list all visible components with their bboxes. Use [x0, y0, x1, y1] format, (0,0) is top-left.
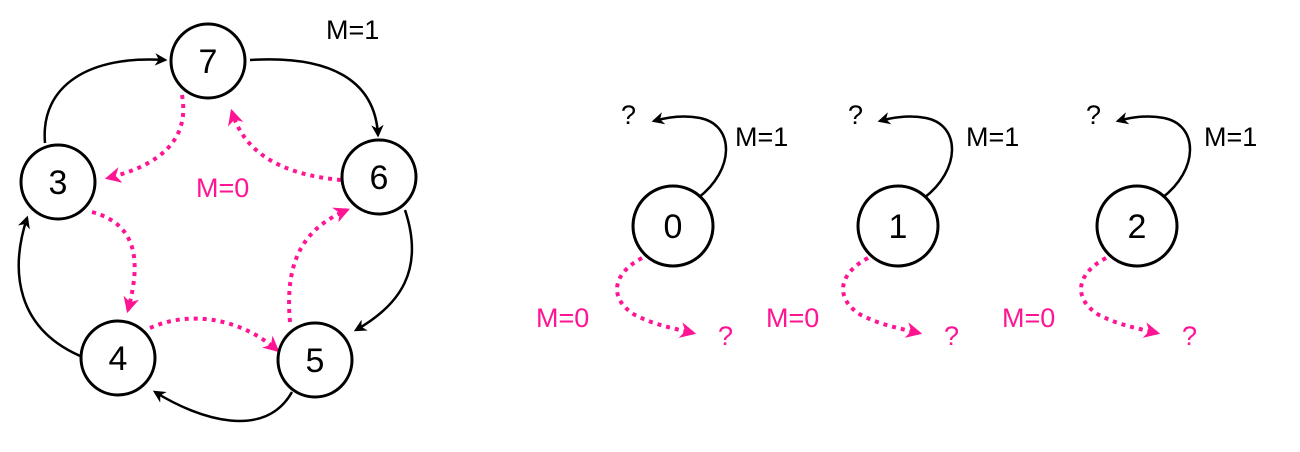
node-4: 4 [79, 319, 157, 397]
isolated-group-1: 1 M=1 ? M=0 ? [766, 100, 1019, 351]
node-1-m0-target: ? [944, 321, 959, 351]
node-7: 7 [169, 22, 247, 100]
svg-text:5: 5 [306, 342, 325, 380]
edge-m1-3-to-7 [43, 53, 168, 144]
node-0-m1-label: M=1 [735, 122, 788, 152]
node-0-m1-target: ? [621, 100, 636, 130]
cycle-m1-edges [17, 53, 414, 423]
svg-text:7: 7 [199, 43, 218, 81]
edge-m0-2 [1079, 256, 1161, 338]
svg-text:0: 0 [664, 208, 683, 246]
node-2-m1-target: ? [1086, 100, 1101, 130]
node-1-m1-label: M=1 [966, 122, 1019, 152]
edge-m0-5-to-6 [287, 207, 350, 323]
node-3: 3 [19, 143, 97, 221]
svg-text:2: 2 [1128, 208, 1147, 246]
node-0-m0-label: M=0 [536, 303, 589, 333]
node-2: 2 [1095, 184, 1179, 268]
node-0: 0 [631, 184, 715, 268]
edge-m0-7-to-3 [104, 94, 186, 183]
edge-m1-2 [1115, 112, 1192, 199]
edge-m0-1 [841, 256, 923, 338]
edge-m1-1 [877, 112, 954, 199]
isolated-group-2: 2 M=1 ? M=0 ? [1002, 100, 1257, 351]
node-6: 6 [340, 138, 418, 216]
node-5: 5 [276, 321, 354, 399]
node-2-m0-target: ? [1182, 321, 1197, 351]
cycle-m0-label: M=0 [196, 173, 249, 203]
node-2-m0-label: M=0 [1002, 303, 1055, 333]
edge-m0-0 [615, 256, 697, 338]
edge-m0-4-to-5 [149, 316, 280, 353]
edge-m1-6-to-5 [353, 209, 414, 332]
isolated-group-0: 0 M=1 ? M=0 ? [536, 100, 788, 351]
node-1-m1-target: ? [848, 100, 863, 130]
edge-m1-7-to-6 [249, 58, 384, 138]
edge-m1-0 [651, 112, 728, 199]
node-0-m0-target: ? [718, 321, 733, 351]
cycle-m1-label: M=1 [326, 15, 379, 45]
node-2-m1-label: M=1 [1204, 122, 1257, 152]
edge-m1-5-to-4 [152, 390, 294, 423]
svg-text:4: 4 [109, 340, 128, 378]
svg-text:1: 1 [889, 208, 908, 246]
edge-m0-6-to-7 [228, 108, 342, 182]
edge-m0-3-to-4 [91, 210, 140, 314]
svg-text:6: 6 [370, 159, 389, 197]
svg-text:3: 3 [49, 164, 68, 202]
cycle-m0-edges [91, 94, 350, 353]
node-1-m0-label: M=0 [766, 303, 819, 333]
node-1: 1 [856, 184, 940, 268]
edge-m1-4-to-3 [17, 215, 86, 360]
